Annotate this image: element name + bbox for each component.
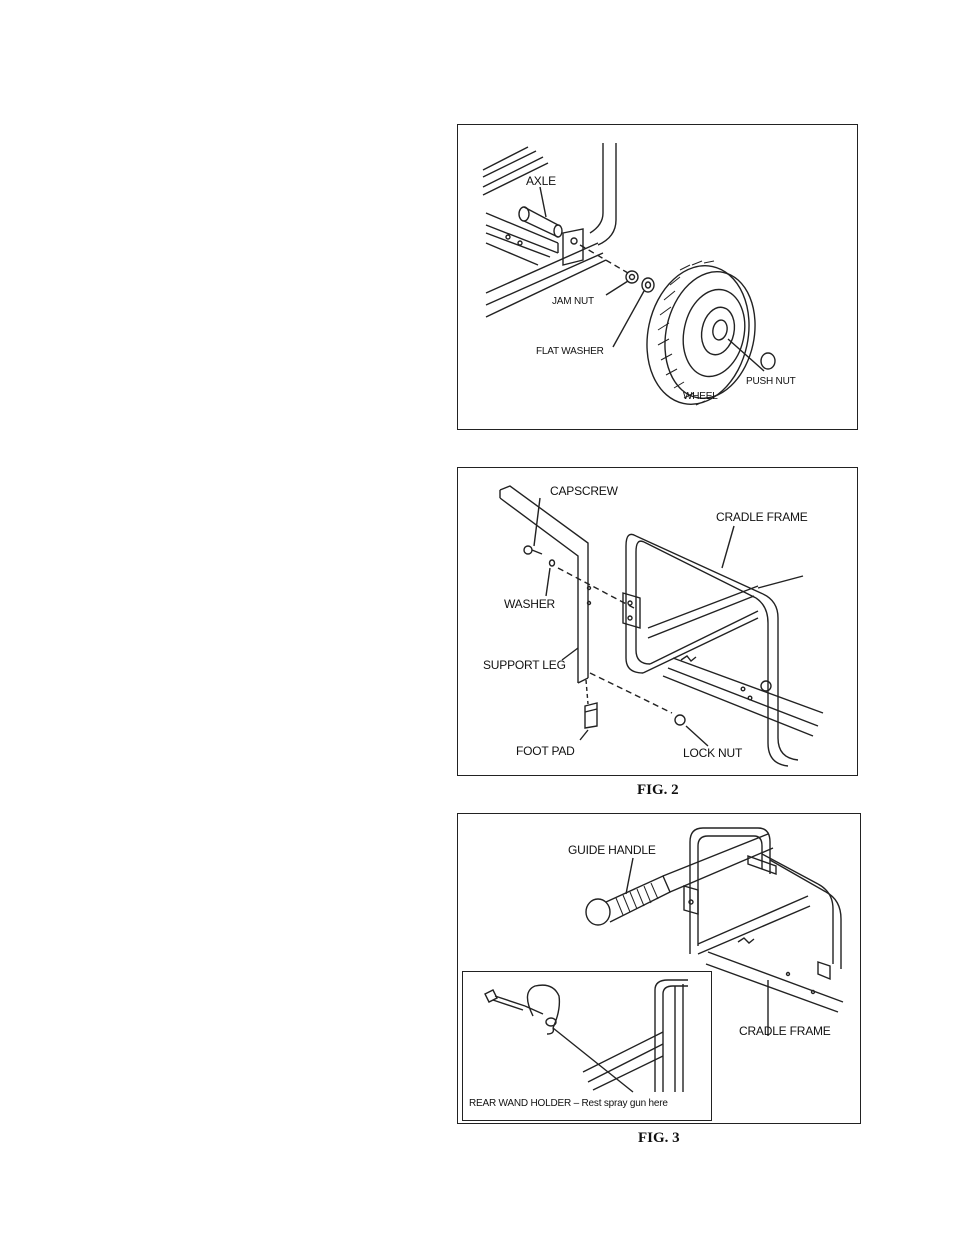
label-rear-wand-holder: REAR WAND HOLDER – Rest spray gun here (469, 1099, 668, 1109)
label-capscrew: CAPSCREW (550, 485, 618, 497)
figure-3-guide-handle: REAR WAND HOLDER – Rest spray gun here G… (457, 813, 861, 1124)
label-cradle-frame: CRADLE FRAME (716, 511, 808, 523)
figure-2-support-leg: CAPSCREW CRADLE FRAME WASHER SUPPORT LEG… (457, 467, 858, 776)
rear-wand-holder-inset: REAR WAND HOLDER – Rest spray gun here (462, 971, 712, 1121)
figure-2-caption: FIG. 2 (637, 782, 679, 799)
label-jam-nut: JAM NUT (552, 297, 594, 307)
label-axle: AXLE (526, 175, 556, 187)
label-foot-pad: FOOT PAD (516, 745, 575, 757)
figure-3-caption: FIG. 3 (638, 1130, 680, 1147)
rear-wand-holder-drawing (463, 972, 710, 1119)
figure-1-wheel-assembly: AXLE JAM NUT FLAT WASHER PUSH NUT WHEEL (457, 124, 858, 430)
label-washer: WASHER (504, 598, 555, 610)
label-guide-handle: GUIDE HANDLE (568, 844, 656, 856)
wheel-assembly-drawing (458, 125, 856, 428)
label-push-nut: PUSH NUT (746, 377, 796, 387)
label-flat-washer: FLAT WASHER (536, 347, 604, 357)
label-lock-nut: LOCK NUT (683, 747, 742, 759)
label-cradle-frame: CRADLE FRAME (739, 1025, 831, 1037)
label-wheel: WHEEL (683, 392, 718, 402)
label-support-leg: SUPPORT LEG (483, 659, 566, 671)
